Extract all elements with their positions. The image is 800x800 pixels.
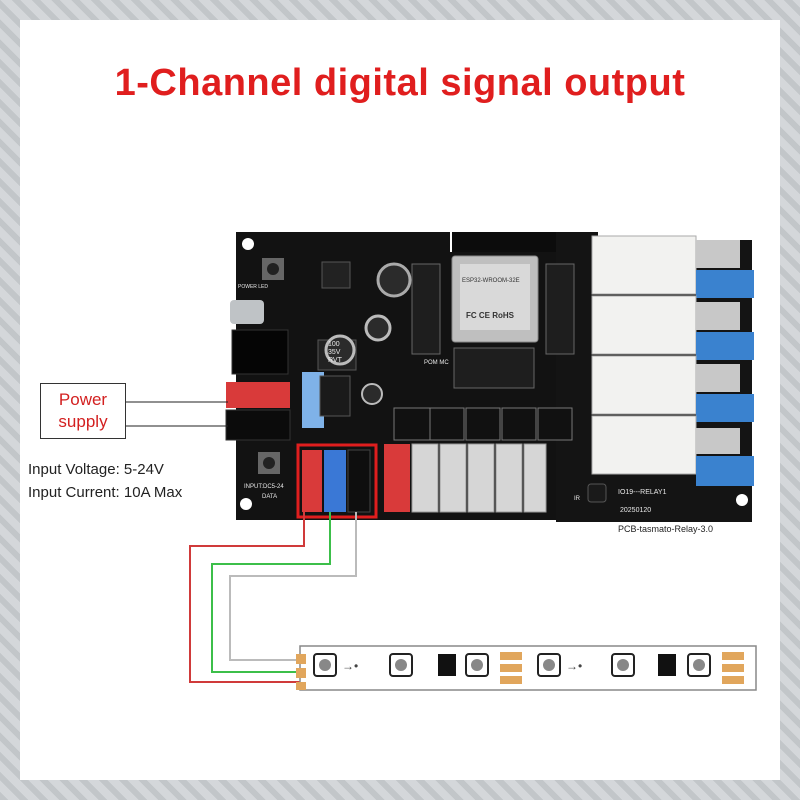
relay-1 [591,235,754,298]
relay-2 [591,295,754,360]
red-wire [189,512,305,683]
module-mark: FC CE RoHS [466,311,515,320]
date-label: 20250120 [620,507,651,514]
signal-terminal-highlight [296,443,378,519]
power-supply-label-box: Power supply [40,383,126,439]
green-wire [211,512,331,673]
page-title: 1-Channel digital signal output [114,62,686,104]
ir-label: IR [574,496,581,502]
data-label: DATA [262,494,277,500]
power-label-line2: supply [58,412,108,431]
cap-label-2: 35V [328,349,341,356]
input-specs: Input Voltage: 5-24V Input Current: 10A … [28,458,182,504]
led-chip-1 [313,653,337,677]
cap-label-3: RVT [328,357,343,364]
led-chip-5 [611,653,635,677]
led-strip: →• →• [296,645,757,691]
power-supply-label: Power supply [41,389,125,433]
relay-label: IO19---RELAY1 [618,489,667,496]
led-chip-3 [465,653,489,677]
relay-3 [591,355,754,422]
input-voltage-text: Input Voltage: 5-24V [28,461,164,478]
input-current-text: Input Current: 10A Max [28,484,183,501]
power-label-line1: Power [58,390,108,409]
white-wire [229,512,357,661]
resistor-2 [658,654,676,676]
led-chip-2 [389,653,413,677]
arrow-2: →• [566,659,582,673]
pcb-name-label: PCB-tasmato-Relay-3.0 [618,524,713,534]
board-silkscreen: ESP32-WROOM-32E FC CE RoHS 100 35V RVT I… [238,278,713,534]
pom-label: POM MC [424,360,449,366]
module-text: ESP32-WROOM-32E [462,278,520,284]
relay-4 [591,415,754,486]
led-chip-4 [537,653,561,677]
pcb-board [225,232,754,522]
cap-label-1: 100 [328,341,340,348]
power-led-label: POWER LED [238,284,268,290]
led-chip-6 [687,653,711,677]
resistor-1 [438,654,456,676]
input-label: INPUT:DC5-24 [244,484,284,490]
arrow-1: →• [342,659,358,673]
